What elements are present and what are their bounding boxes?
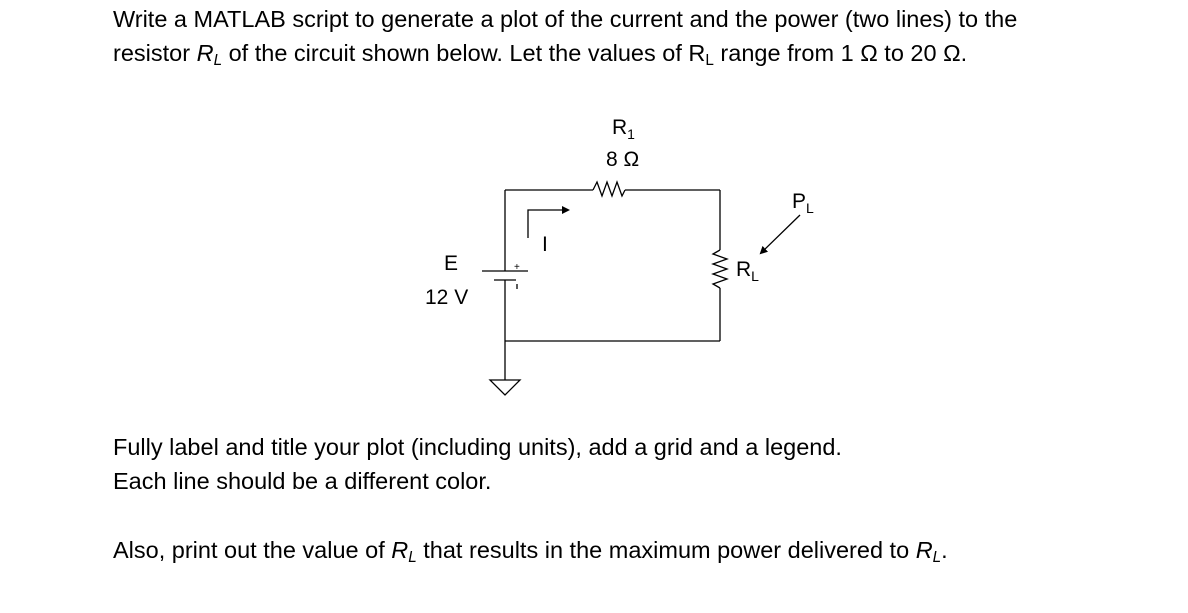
circuit-wires	[482, 180, 801, 396]
intro-line-2-start: resistor	[113, 40, 197, 66]
pl-label: PL	[792, 190, 814, 216]
maxline-start: Also, print out the value of	[113, 537, 392, 563]
r1-value: 8 Ω	[606, 148, 639, 171]
r1-label: R1	[612, 116, 635, 142]
power-arrow	[759, 214, 801, 255]
rl-label: RL	[736, 258, 759, 284]
problem-intro: Write a MATLAB script to generate a plot…	[113, 2, 1017, 70]
battery-plus-sign: +	[514, 262, 520, 273]
rl-symbol-italic: RL	[915, 537, 942, 566]
max-power-instruction: Also, print out the value of RL that res…	[113, 533, 948, 567]
intro-line-1: Write a MATLAB script to generate a plot…	[113, 6, 1018, 32]
instructions-line-2: Each line should be a different color.	[113, 468, 492, 494]
intro-line-2-end: range from 1 Ω to 20 Ω.	[713, 40, 968, 66]
ground-symbol	[488, 379, 522, 396]
instructions-line-1: Fully label and title your plot (includi…	[113, 434, 842, 460]
current-arrow	[527, 206, 570, 238]
e-label: E	[444, 252, 458, 275]
rl-symbol: RL	[688, 40, 714, 69]
current-label: I	[542, 233, 548, 256]
rl-symbol-italic: RL	[196, 40, 223, 69]
intro-line-2-mid: of the circuit shown below. Let the valu…	[222, 40, 689, 66]
maxline-end: .	[941, 537, 948, 563]
plot-instructions: Fully label and title your plot (includi…	[113, 430, 842, 498]
rl-resistor-symbol	[711, 249, 729, 289]
r1-resistor-symbol	[592, 180, 626, 198]
maxline-mid: that results in the maximum power delive…	[416, 537, 916, 563]
e-value: 12 V	[425, 286, 468, 309]
rl-symbol-italic: RL	[391, 537, 417, 566]
